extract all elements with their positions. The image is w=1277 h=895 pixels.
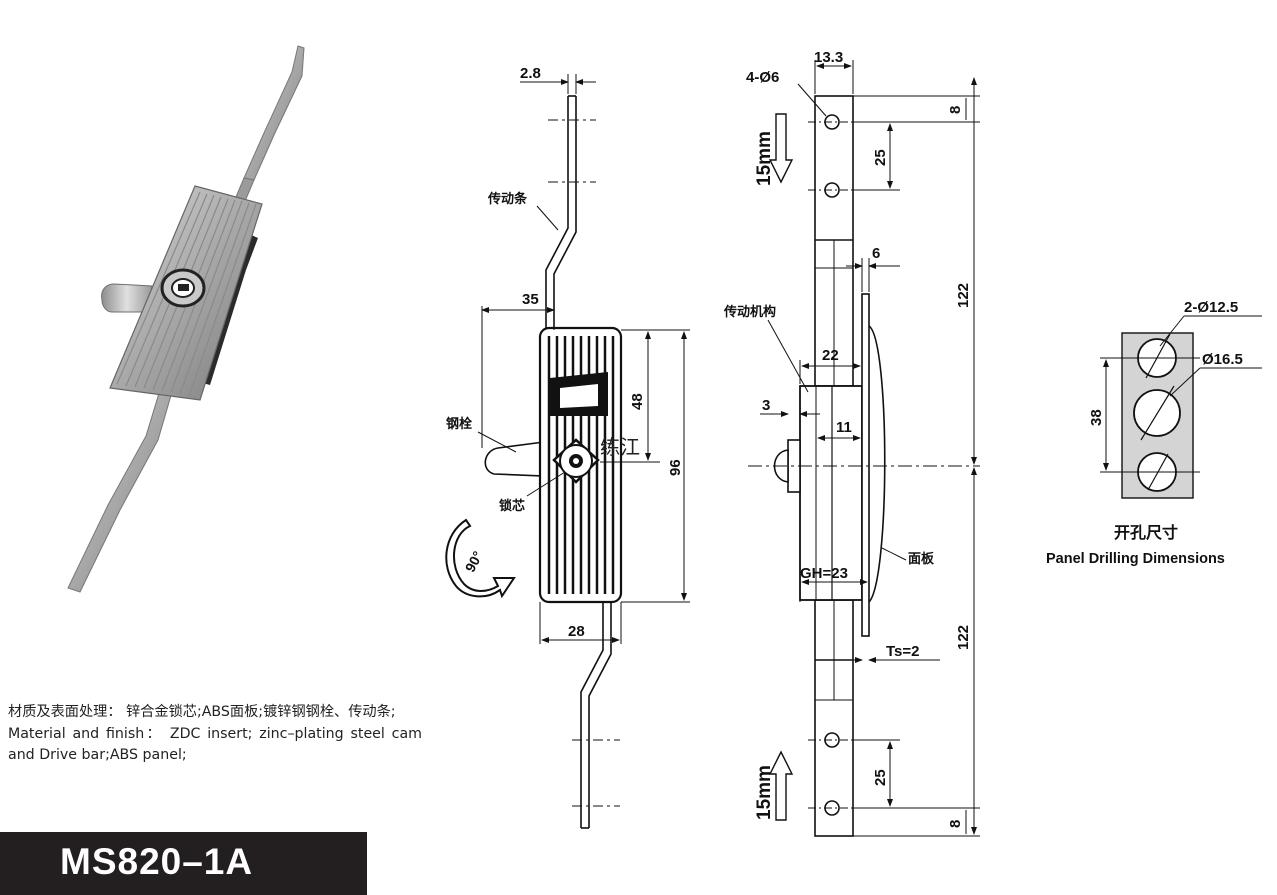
dim-122-top: 122 [955, 283, 972, 308]
watermark: 练江 [600, 435, 640, 459]
label-core: 锁芯 [499, 498, 525, 514]
dim-2-8: 2.8 [520, 65, 541, 82]
dim-3: 3 [762, 397, 770, 414]
dim-ts: Ts=2 [886, 643, 920, 660]
dim-96: 96 [667, 459, 684, 476]
label-mechanism: 传动机构 [723, 304, 776, 320]
dim-gh: GH=23 [800, 565, 848, 582]
dim-48: 48 [629, 393, 646, 410]
dim-hole-large: Ø16.5 [1202, 351, 1243, 368]
dim-8-bottom: 8 [947, 820, 964, 828]
product-photo [67, 45, 305, 593]
dim-38: 38 [1088, 409, 1105, 426]
rotation-label: 90° [462, 548, 486, 574]
drilling-title-cn: 开孔尺寸 [1114, 523, 1178, 542]
dim-holes: 4-Ø6 [746, 69, 779, 86]
dim-122-bottom: 122 [955, 625, 972, 650]
material-cn: 材质及表面处理： 锌合金锁芯;ABS面板;镀锌钢钢栓、传动条; [8, 704, 396, 720]
material-en: Material and finish： ZDC insert; zinc–pl… [8, 725, 422, 764]
dim-8-top: 8 [947, 106, 964, 114]
dim-11: 11 [836, 419, 852, 436]
label-drive-bar: 传动条 [487, 191, 528, 207]
dim-holes-small: 2-Ø12.5 [1184, 299, 1238, 316]
front-view: 90° 2.8 35 48 96 28 传动条 钢栓 锁芯 练江 [445, 65, 690, 829]
material-description: 材质及表面处理： 锌合金锁芯;ABS面板;镀锌钢钢栓、传动条; Material… [8, 702, 422, 767]
stroke-bottom-label: 15mm [754, 765, 775, 820]
model-number: MS820–1A [60, 841, 254, 882]
dim-6: 6 [872, 245, 880, 262]
model-banner [0, 832, 367, 895]
drilling-title-en: Panel Drilling Dimensions [1046, 551, 1225, 567]
stroke-top-label: 15mm [754, 131, 775, 186]
dim-35: 35 [522, 291, 539, 308]
label-bolt: 钢栓 [446, 416, 472, 432]
label-panel: 面板 [908, 551, 935, 567]
dim-25-bottom: 25 [872, 769, 889, 786]
dim-28: 28 [568, 623, 585, 640]
dim-22: 22 [822, 347, 839, 364]
side-view: 13.3 4-Ø6 15mm 15mm 8 25 122 6 22 3 [723, 49, 980, 837]
dim-25-top: 25 [872, 149, 889, 166]
panel-drilling: 38 2-Ø12.5 Ø16.5 开孔尺寸 Panel Drilling Dim… [1046, 299, 1262, 567]
dim-13-3: 13.3 [814, 49, 843, 66]
